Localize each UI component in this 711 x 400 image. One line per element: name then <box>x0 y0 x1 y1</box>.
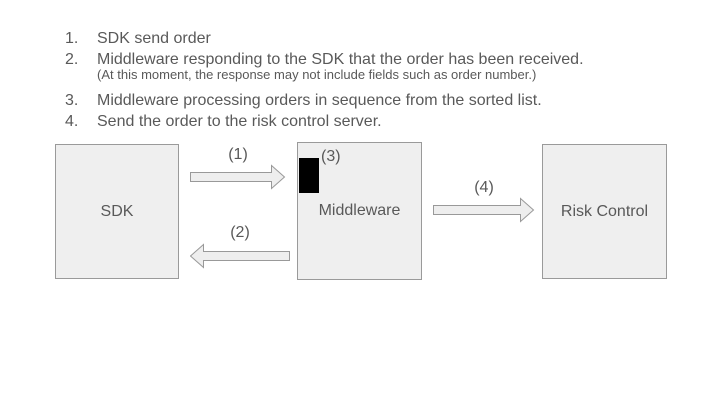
arrow-2-label: (2) <box>230 224 250 241</box>
node-sdk: SDK <box>55 144 179 279</box>
step-number: 3. <box>65 92 79 109</box>
arrow-1-icon <box>190 164 286 190</box>
node-risk-control: Risk Control <box>542 144 667 279</box>
step-number: 4. <box>65 113 79 130</box>
node-middleware-label: Middleware <box>318 202 401 219</box>
step-item-3: 3. Middleware processing orders in sequen… <box>0 92 711 109</box>
queue-label: (3) <box>321 148 341 165</box>
step-item-1: 1. SDK send order <box>0 30 711 47</box>
step-2-note: (At this moment, the response may not in… <box>97 67 537 82</box>
node-middleware: Middleware <box>297 142 422 280</box>
arrow-4-shape <box>433 197 535 223</box>
queue-marker-icon <box>299 158 319 193</box>
step-number: 2. <box>65 51 79 68</box>
step-text: Middleware processing orders in sequence… <box>97 92 542 109</box>
node-sdk-label: SDK <box>100 202 134 220</box>
queue-marker-rect <box>299 158 319 193</box>
step-text: SDK send order <box>97 30 211 47</box>
arrow-2-icon <box>190 243 290 269</box>
arrow-1-label: (1) <box>228 146 248 163</box>
step-item-2: 2. Middleware responding to the SDK that … <box>0 51 711 68</box>
step-number: 1. <box>65 30 79 47</box>
step-item-4: 4. Send the order to the risk control ser… <box>0 113 711 130</box>
arrow-4-icon <box>433 197 535 223</box>
arrow-2-shape <box>190 243 290 269</box>
step-text: Send the order to the risk control serve… <box>97 113 382 130</box>
arrow-4-label: (4) <box>474 179 494 196</box>
arrow-1-shape <box>190 164 286 190</box>
node-risk-control-label: Risk Control <box>560 202 649 220</box>
step-text: Middleware responding to the SDK that th… <box>97 51 584 68</box>
